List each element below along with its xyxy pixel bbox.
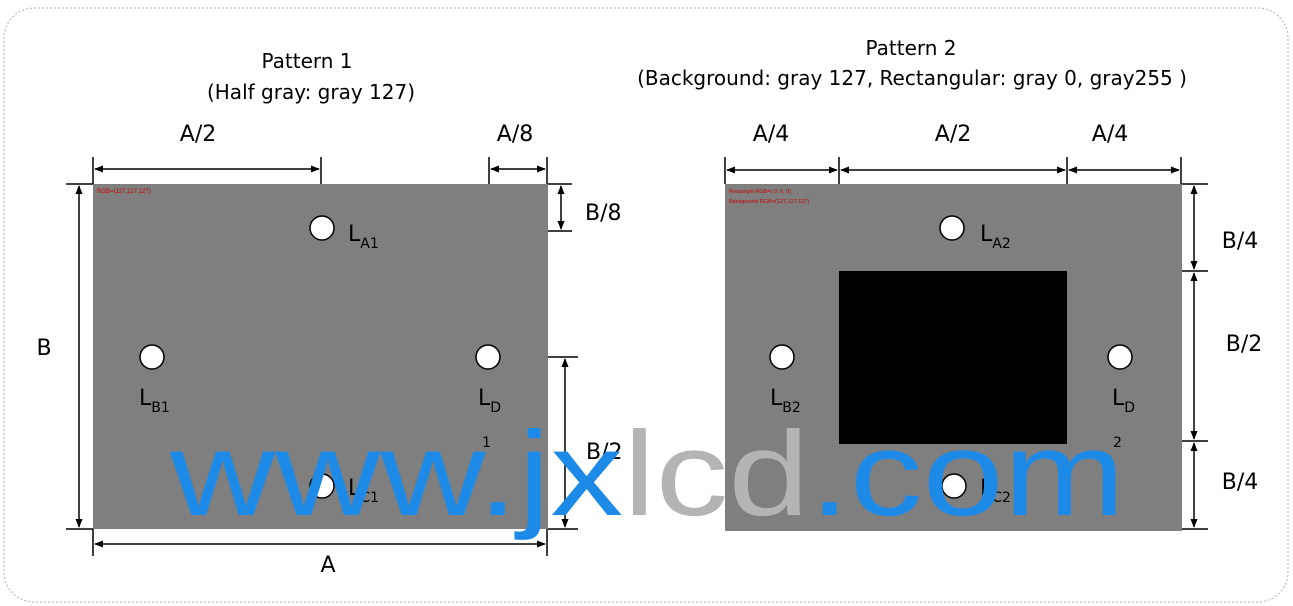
p2-point-a2-label: LA2 (980, 222, 1011, 252)
pattern-1-subtitle: (Half gray: gray 127) (207, 80, 415, 104)
p1-point-a1 (309, 215, 335, 241)
pattern-1-rgb-label: RGB=(127,127,127) (97, 189, 151, 195)
p1-point-d1-extra: 1 (482, 435, 491, 451)
watermark-part-com: .com (809, 407, 1125, 541)
p2-label-a4-right: A/4 (1092, 122, 1128, 147)
outer-border (3, 7, 1289, 603)
p2-label-b4-top: B/4 (1222, 229, 1259, 254)
p2-point-d2-extra: 2 (1113, 435, 1122, 451)
p2-label-b2: B/2 (1226, 332, 1263, 357)
watermark-part-www: www.jx (169, 407, 623, 541)
p1-point-d1-label: LD (478, 386, 501, 416)
p2-point-b2-label: LB2 (770, 386, 801, 416)
p1-point-c1 (309, 473, 335, 499)
p1-point-b1 (139, 344, 165, 370)
p1-label-b8: B/8 (585, 201, 622, 226)
p1-label-b: B (36, 336, 51, 361)
p1-point-c1-label: LC1 (348, 476, 379, 506)
pattern-1-title: Pattern 1 (261, 49, 352, 73)
p1-label-a: A (320, 553, 335, 578)
p1-label-a8: A/8 (497, 122, 533, 147)
watermark-part-lcd: lcd (623, 407, 809, 541)
p2-point-a2 (939, 215, 965, 241)
pattern-2: Pattern 2 (Background: gray 127, Rectang… (637, 36, 1262, 531)
p2-label-a4-left: A/4 (753, 122, 789, 147)
p1-point-b1-label: LB1 (139, 386, 170, 416)
pattern-2-title: Pattern 2 (865, 36, 956, 60)
p2-point-c2 (941, 473, 967, 499)
pattern-2-bg-label: Background RGB=(127,127,127) (729, 199, 809, 205)
p1-label-b2: B/2 (586, 440, 623, 465)
p1-point-d1 (475, 344, 501, 370)
p2-label-a2: A/2 (935, 122, 971, 147)
pattern-2-rect-label: Rectangle RGB=( 0, 0, 0) (729, 189, 791, 195)
pattern-1: Pattern 1 (Half gray: gray 127) RGB=(127… (36, 49, 622, 578)
pattern-1-panel (93, 184, 548, 529)
p2-point-d2 (1107, 344, 1133, 370)
p2-point-c2-label: LC2 (980, 476, 1011, 506)
p2-point-b2 (769, 344, 795, 370)
p2-label-b4-bottom: B/4 (1222, 470, 1259, 495)
p1-label-a2: A/2 (180, 122, 216, 147)
p2-point-d2-label: LD (1112, 386, 1135, 416)
p1-point-a1-label: LA1 (348, 222, 379, 252)
pattern-2-black-rectangle (839, 271, 1067, 444)
pattern-2-subtitle: (Background: gray 127, Rectangular: gray… (637, 66, 1187, 90)
